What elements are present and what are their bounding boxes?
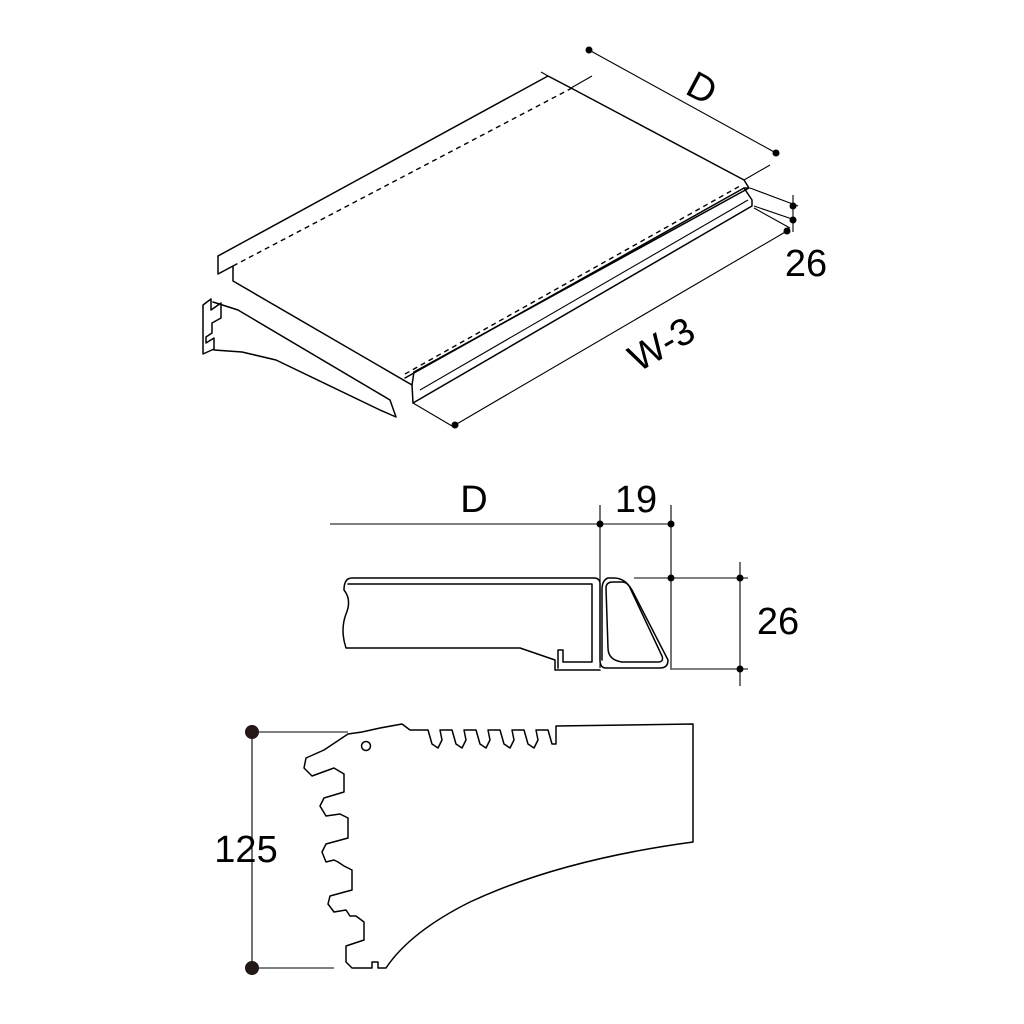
hidden-line-front	[404, 185, 741, 375]
shelf-cross-section: D 19 26	[330, 479, 799, 686]
bracket-height-label: 125	[214, 829, 277, 871]
shelf-left-edge	[217, 255, 414, 404]
section-depth-label: D	[460, 479, 487, 521]
top-width-dot-2	[783, 227, 791, 235]
section-height-label: 26	[757, 601, 799, 643]
top-depth-dot-2	[772, 149, 780, 157]
shelf-front-edge	[411, 187, 750, 386]
section-height-dot-3	[667, 574, 675, 582]
top-width-dimension-line	[412, 207, 791, 427]
isometric-bracket	[202, 298, 397, 418]
bracket-side-view: 125	[214, 723, 694, 975]
bracket-height-dot-2	[245, 961, 259, 975]
section-height-dot-2	[736, 665, 744, 673]
top-height-dimension-line	[749, 187, 799, 232]
top-width-dot-1	[451, 421, 459, 429]
section-profile-outer	[342, 577, 669, 671]
top-height-dot-1	[789, 202, 797, 210]
section-height-dot-1	[736, 574, 744, 582]
top-depth-label: D	[680, 64, 724, 114]
shelf-top-outline	[217, 75, 750, 373]
bracket-height-dot-1	[245, 725, 259, 739]
top-height-label: 26	[785, 243, 827, 285]
top-height-dot-2	[789, 216, 797, 224]
section-profile-inner	[347, 581, 664, 669]
bracket-outline	[303, 723, 694, 969]
bracket-pin-hole	[360, 740, 372, 752]
hidden-line-back	[232, 87, 573, 267]
shelf-front-lip	[404, 187, 753, 404]
section-lip-dot-2	[667, 520, 675, 528]
shelf-lip-line	[419, 199, 749, 391]
isometric-shelf: D 26 W-3	[202, 46, 827, 429]
top-depth-dimension-line	[540, 49, 777, 181]
section-lip-dot-1	[596, 520, 604, 528]
top-depth-dot-1	[585, 46, 593, 54]
section-lip-label: 19	[615, 479, 657, 521]
